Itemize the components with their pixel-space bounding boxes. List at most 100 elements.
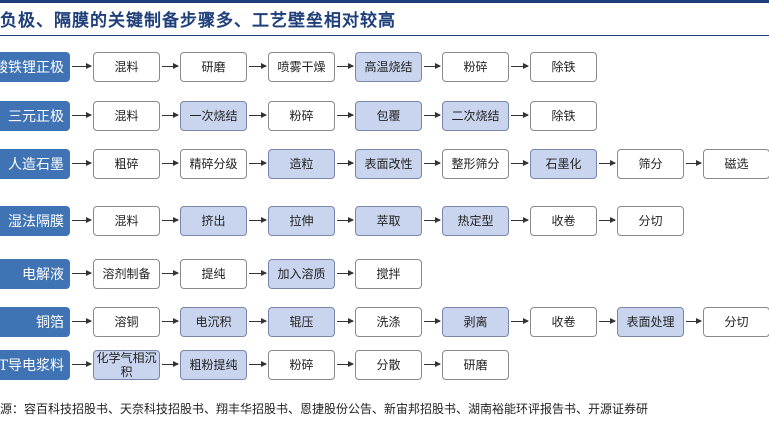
process-row: 磷酸铁锂正极混料研磨喷雾干燥高温烧结粉碎除铁: [0, 52, 769, 84]
flow-arrow: [72, 63, 92, 69]
process-step: 提纯: [180, 259, 247, 289]
flow-arrow: [686, 160, 702, 166]
process-row: 三元正极混料一次烧结粉碎包覆二次烧结除铁: [0, 101, 769, 133]
process-step: 加入溶质: [268, 259, 335, 289]
flow-arrow: [599, 160, 616, 166]
process-step: 表面处理: [617, 307, 684, 337]
flow-arrow: [424, 63, 441, 69]
process-row: 湿法隔膜混料挤出拉伸萃取热定型收卷分切: [0, 206, 769, 238]
flow-arrow: [511, 318, 529, 324]
process-step: 粗碎: [93, 149, 160, 179]
process-step: 包覆: [355, 101, 422, 131]
process-step: 收卷: [530, 307, 597, 337]
flow-arrow: [162, 112, 179, 118]
flow-arrow: [249, 270, 267, 276]
flow-arrow: [162, 160, 179, 166]
process-step: 混料: [93, 101, 160, 131]
flow-arrow: [424, 318, 441, 324]
process-step: 石墨化: [530, 149, 597, 179]
flow-arrow: [337, 63, 354, 69]
process-step: 表面改性: [355, 149, 422, 179]
process-step: 收卷: [530, 206, 597, 236]
process-step: 混料: [93, 206, 160, 236]
category-label: 人造石墨: [0, 149, 70, 179]
process-step: 分切: [703, 307, 769, 337]
process-step: 造粒: [268, 149, 335, 179]
flow-arrow: [162, 270, 179, 276]
flow-arrow: [424, 112, 441, 118]
category-label: 磷酸铁锂正极: [0, 52, 70, 82]
flow-arrow: [337, 217, 354, 223]
flow-arrow: [511, 217, 529, 223]
flow-arrow: [511, 63, 529, 69]
category-label: 铜箔: [0, 307, 70, 337]
process-step: 搅拌: [355, 259, 422, 289]
category-label: 湿法隔膜: [0, 206, 70, 236]
process-step: 电沉积: [180, 307, 247, 337]
flow-arrow: [249, 112, 267, 118]
process-step: 研磨: [442, 350, 509, 380]
source-note: 源：容百科技招股书、天奈科技招股书、翔丰华招股书、恩捷股份公告、新宙邦招股书、湖…: [0, 402, 649, 416]
process-step: 粉碎: [268, 350, 335, 380]
process-step: 溶铜: [93, 307, 160, 337]
flow-arrow: [599, 217, 616, 223]
process-step: 除铁: [530, 52, 597, 82]
flow-arrow: [72, 112, 92, 118]
flow-arrow: [72, 318, 92, 324]
page-title: 负极、隔膜的关键制备步骤多、工艺壁垒相对较高: [0, 11, 396, 31]
process-step: 一次烧结: [180, 101, 247, 131]
flow-arrow: [162, 318, 179, 324]
category-label: 三元正极: [0, 101, 70, 131]
flow-arrow: [162, 217, 179, 223]
flow-arrow: [72, 270, 92, 276]
process-step: 分切: [617, 206, 684, 236]
flow-arrow: [72, 217, 92, 223]
process-row: CNT导电浆料化学气相沉积粗粉提纯粉碎分散研磨: [0, 350, 769, 382]
title-divider: [0, 35, 769, 36]
flow-arrow: [511, 112, 529, 118]
flow-arrow: [337, 361, 354, 367]
process-step: 分散: [355, 350, 422, 380]
flow-arrow: [337, 160, 354, 166]
flow-arrow: [424, 361, 441, 367]
process-step: 喷雾干燥: [268, 52, 335, 82]
flow-arrow: [162, 361, 179, 367]
process-step: 粉碎: [268, 101, 335, 131]
process-step: 化学气相沉积: [93, 350, 160, 380]
process-step: 拉伸: [268, 206, 335, 236]
process-step: 萃取: [355, 206, 422, 236]
process-row: 铜箔溶铜电沉积辊压洗涤剥离收卷表面处理分切: [0, 307, 769, 339]
process-step: 洗涤: [355, 307, 422, 337]
process-step: 热定型: [442, 206, 509, 236]
process-step: 高温烧结: [355, 52, 422, 82]
process-step: 混料: [93, 52, 160, 82]
flow-arrow: [424, 217, 441, 223]
top-rule: [0, 0, 769, 3]
flow-arrow: [511, 160, 529, 166]
process-step: 粉碎: [442, 52, 509, 82]
flow-arrow: [72, 160, 92, 166]
process-step: 研磨: [180, 52, 247, 82]
process-step: 磁选: [703, 149, 769, 179]
process-step: 二次烧结: [442, 101, 509, 131]
category-label: 电解液: [0, 259, 70, 289]
flow-arrow: [337, 318, 354, 324]
process-step: 粗粉提纯: [180, 350, 247, 380]
flow-arrow: [162, 63, 179, 69]
flow-arrow: [249, 160, 267, 166]
process-step: 除铁: [530, 101, 597, 131]
process-row: 电解液溶剂制备提纯加入溶质搅拌: [0, 259, 769, 291]
process-step: 整形筛分: [442, 149, 509, 179]
category-label: CNT导电浆料: [0, 350, 70, 380]
flow-arrow: [337, 270, 354, 276]
flow-arrow: [599, 318, 616, 324]
process-step: 剥离: [442, 307, 509, 337]
flow-arrow: [249, 63, 267, 69]
flow-arrow: [249, 217, 267, 223]
process-row: 人造石墨粗碎精碎分级造粒表面改性整形筛分石墨化筛分磁选: [0, 149, 769, 181]
flow-arrow: [686, 318, 702, 324]
flow-arrow: [72, 361, 92, 367]
process-step: 精碎分级: [180, 149, 247, 179]
process-step: 辊压: [268, 307, 335, 337]
flow-arrow: [249, 318, 267, 324]
